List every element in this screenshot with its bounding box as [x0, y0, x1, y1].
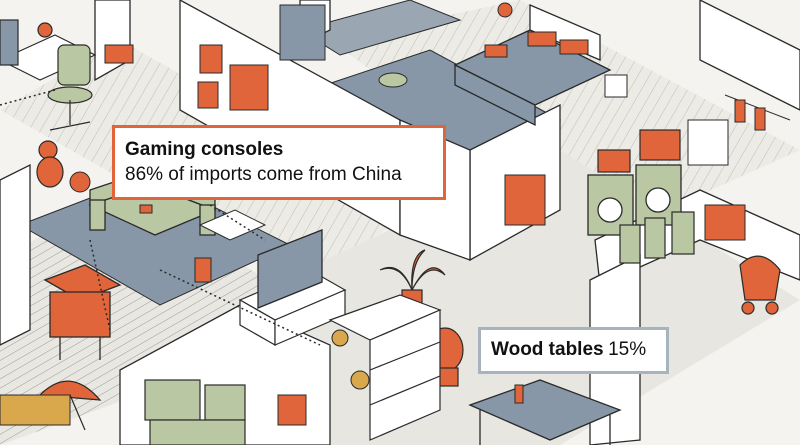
side-table [198, 209, 267, 241]
nightstand [604, 74, 628, 98]
wall-frame-1 [199, 44, 223, 74]
gaming-consoles-callout: Gaming consoles 86% of imports come from… [112, 125, 446, 200]
wall-frame-2 [229, 64, 269, 111]
laundry-shelf [687, 119, 729, 166]
calendar [277, 394, 307, 426]
laundry-basket [597, 129, 681, 173]
table-vase [514, 384, 524, 404]
lamp [497, 2, 513, 18]
bedroom-dresser [279, 4, 326, 61]
bed-pillow-2 [559, 39, 589, 55]
storage-box-office [104, 44, 134, 64]
desk-chair [47, 44, 93, 131]
callout-percent: 15% [608, 339, 647, 360]
robot-vacuum [378, 72, 408, 88]
basketball [69, 171, 91, 193]
callout-subtitle: 86% of imports come from China [125, 164, 402, 185]
shelf-basket [350, 370, 370, 390]
wood-tables-callout: Wood tables 15% [478, 327, 669, 374]
storage-boxes [144, 379, 246, 445]
game-console [194, 257, 212, 283]
wall-frame-4 [504, 174, 546, 226]
teddy-bear [36, 140, 64, 188]
grill [43, 264, 122, 360]
bed-blanket [484, 44, 508, 58]
callout-title: Wood tables [491, 339, 604, 360]
stroller [739, 255, 781, 315]
dotted-guides [0, 89, 321, 346]
storage-box-upper [704, 204, 746, 241]
bed-pillow-1 [527, 31, 557, 47]
sofa-pillow [139, 204, 153, 214]
coffee-maker [331, 329, 349, 347]
wall-frame-3 [197, 81, 219, 109]
callout-title: Gaming consoles [125, 139, 284, 160]
television [257, 229, 323, 309]
suitcases [619, 211, 695, 264]
hallway-rug [298, 0, 462, 56]
deck-planter [0, 394, 71, 426]
clothes-rack [724, 94, 791, 131]
bookshelf [328, 294, 442, 441]
